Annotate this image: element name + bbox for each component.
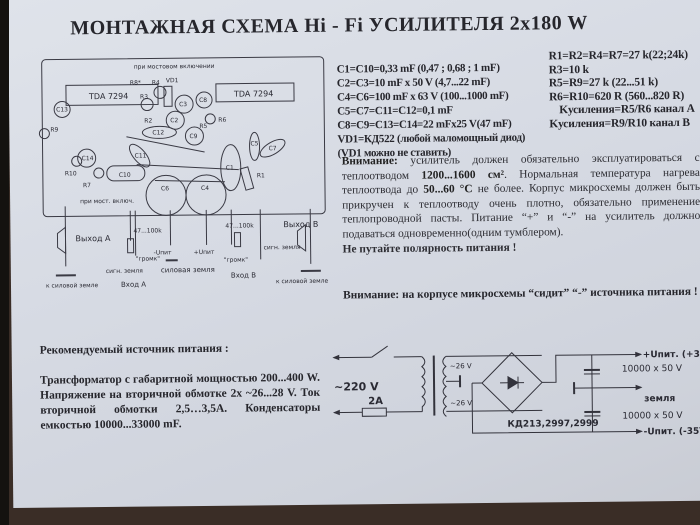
chip-a-label: TDA 7294	[88, 92, 128, 101]
output-a-label: Выход А	[75, 234, 111, 243]
fuse-icon	[361, 407, 387, 417]
label-c7: C7	[269, 145, 277, 152]
speaker-a-icon	[56, 226, 67, 255]
spec-line: Kусиления=R9/R10 канал B	[549, 116, 690, 130]
secondary-bottom-voltage: ~26 V	[450, 399, 472, 407]
document-title: МОНТАЖНАЯ СХЕМА Hi - Fi УСИЛИТЕЛЯ 2x180 …	[70, 11, 588, 40]
speaker-b-icon	[296, 223, 307, 252]
heatsink-warning: Внимание: усилитель должен обязательно э…	[342, 151, 700, 257]
label-r2: R2	[144, 117, 152, 124]
power-ground-label: силовая земля	[161, 266, 215, 275]
label-vd1: VD1	[166, 77, 179, 84]
heatsink-area: 1200...1600 см²	[421, 168, 505, 182]
signal-ground-a-label: сигн. земля	[106, 268, 143, 275]
diode-icon	[500, 375, 525, 390]
plus-supply-output: +Uпит. (+35V)	[643, 350, 700, 361]
bridge-part-number: КД213,2997,2999	[507, 419, 598, 430]
signal-ground-b-label: сигн. земля	[264, 244, 301, 251]
psu-description: Трансформатор с габаритной мощностью 200…	[39, 371, 321, 432]
label-c14: C14	[82, 155, 94, 162]
vd1-outline	[163, 85, 173, 107]
ground-output: земля	[644, 394, 675, 404]
label-r7: R7	[83, 182, 91, 189]
spec-line: C1=C10=0,33 mF (0,47 ; 0,68 ; 1 mF)	[336, 61, 500, 76]
primary-winding	[421, 356, 426, 412]
power-supply-schematic: ~220 V 2A ~26 V ~26 V КД213,2997,2999 +U…	[332, 345, 700, 438]
spec-line: VD1=КД522 (любой маломощный диод)	[337, 131, 526, 146]
label-r6: R6	[218, 117, 226, 124]
secondary-top-voltage: ~26 V	[450, 362, 472, 370]
label-c6: C6	[161, 185, 169, 192]
spec-line: C4=C6=100 mF x 63 V (100...1000 mF)	[336, 89, 509, 104]
label-c5: C5	[250, 140, 258, 147]
attention-label: Внимание:	[341, 154, 398, 168]
minus-supply-output: -Uпит. (-35V)	[644, 427, 700, 438]
label-c2: C2	[170, 117, 178, 124]
pot-a-value: 47...100k	[133, 227, 162, 234]
bridge-note: при мостовом включении	[134, 63, 215, 71]
polarity-warning: Не путайте полярность питания !	[342, 241, 517, 256]
label-r4: R4	[152, 79, 160, 86]
plus-supply-label: +Uпит	[194, 249, 215, 256]
label-r10: R10	[65, 170, 77, 177]
label-c12: C12	[152, 129, 164, 136]
volume-b-label: "громк"	[224, 256, 249, 263]
label-r8: R8*	[130, 80, 141, 87]
label-c10: C10	[119, 172, 131, 179]
chip-b-outline	[215, 82, 295, 103]
output-b-label: Выход В	[283, 220, 318, 229]
max-temperature: 50...60 °C	[423, 183, 473, 196]
cap-bottom-rating: 10000 x 50 V	[622, 411, 683, 422]
resistor-spec-list: R1=R2=R4=R7=27 k(22;24k) R3=10 k R5=R9=2…	[549, 49, 695, 132]
cap-top-rating: 10000 x 50 V	[622, 364, 683, 375]
label-r1: R1	[257, 172, 265, 179]
c13-outline	[53, 100, 71, 118]
label-c13: C13	[56, 106, 68, 113]
input-b-label: Вход В	[231, 271, 256, 279]
photo-left-edge	[0, 0, 9, 525]
pot-b-value: 47...100k	[225, 222, 254, 229]
capacitor-spec-list: C1=C10=0,33 mF (0,47 ; 0,68 ; 1 mF) C2=C…	[337, 61, 526, 161]
psu-heading: Рекомендуемый источник питания :	[39, 342, 229, 357]
paper-sheet: МОНТАЖНАЯ СХЕМА Hi - Fi УСИЛИТЕЛЯ 2x180 …	[8, 0, 700, 508]
secondary-winding	[442, 356, 448, 417]
label-c4: C4	[201, 185, 209, 192]
bridge-short-label: при мост. включ.	[80, 198, 134, 206]
spec-line: R1=R2=R4=R7=27 k(22;24k)	[548, 48, 688, 63]
input-a-label: Вход А	[121, 281, 146, 289]
label-c11: C11	[135, 153, 147, 160]
ground-a-label: к силовой земле	[46, 282, 99, 290]
minus-supply-label: -Uпит	[154, 249, 172, 256]
label-c1: C1	[226, 165, 234, 172]
label-r9: R9	[50, 126, 58, 133]
label-r5: R5	[199, 123, 207, 130]
chip-body-warning: Внимание: на корпусе микросхемы “сидит” …	[343, 285, 698, 302]
label-r3: R3	[140, 94, 148, 101]
chip-a-outline	[65, 83, 159, 106]
fuse-rating: 2A	[368, 396, 383, 407]
board-outline	[41, 56, 326, 218]
label-c8: C8	[199, 97, 207, 104]
ground-b-label: к силовой земле	[276, 278, 329, 286]
pcb-layout-diagram: при мостовом включении TDA 7294 TDA 7294…	[38, 56, 329, 290]
chip-b-label: TDA 7294	[233, 89, 273, 98]
spec-line: Kусиления=R5/R6 канал A	[559, 102, 695, 117]
volume-a-label: "громк"	[136, 255, 161, 262]
label-c9: C9	[189, 133, 197, 140]
label-c3: C3	[179, 101, 187, 108]
mains-voltage: ~220 V	[334, 380, 379, 393]
